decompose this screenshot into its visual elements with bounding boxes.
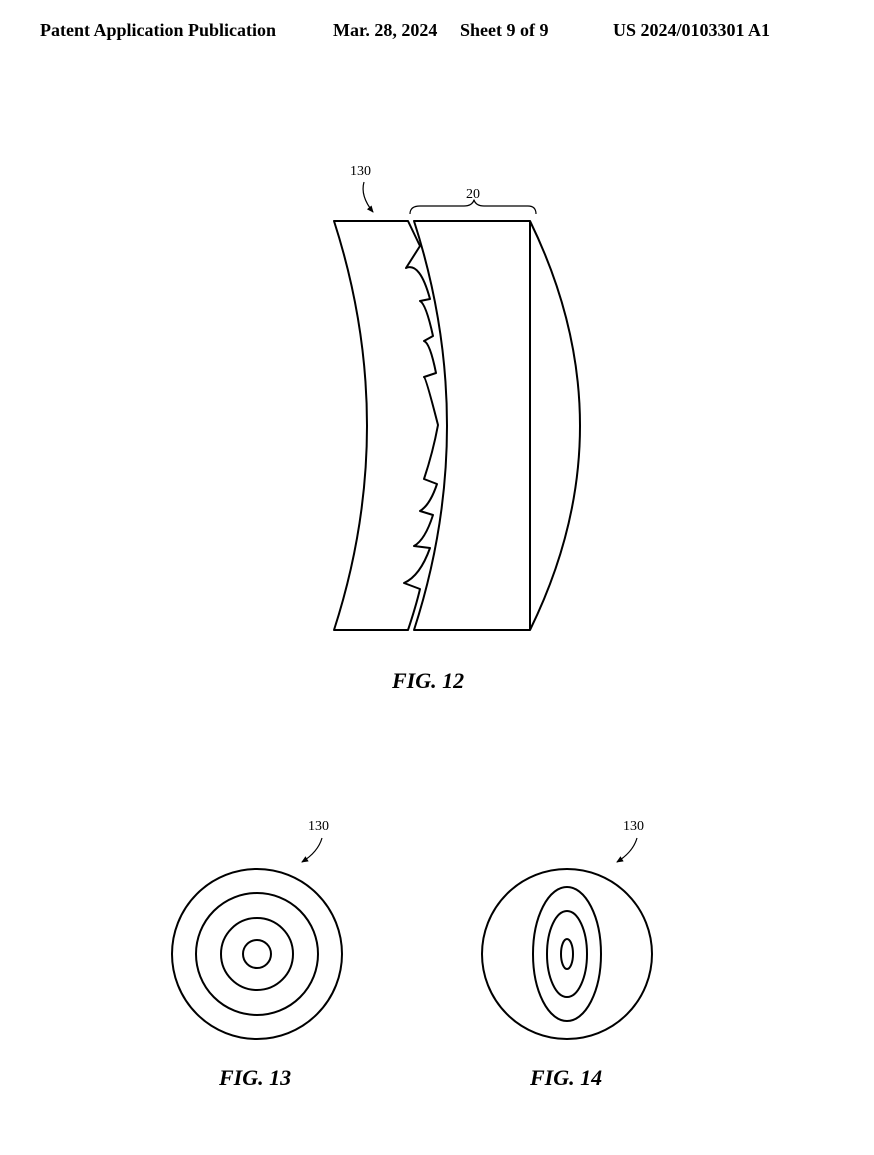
fig13-ref-130: 130 <box>308 819 329 834</box>
fig14-center-ellipse <box>560 938 574 970</box>
fig13-center-ring <box>242 939 272 969</box>
fig12-element-130 <box>333 220 439 631</box>
page-header: Patent Application Publication Mar. 28, … <box>0 20 874 46</box>
fig13-caption: FIG. 13 <box>218 1065 291 1090</box>
fig14-outer-ring <box>481 868 653 1040</box>
fig13-ring-3 <box>220 917 294 991</box>
publication-label: Patent Application Publication <box>40 20 277 40</box>
figure-14: 130 FIG. 14 <box>481 819 653 1090</box>
fig12-brace <box>409 199 537 215</box>
fig14-ref-130: 130 <box>623 819 644 834</box>
fig14-ref-130-arrow <box>616 837 638 863</box>
fig13-outer-ring <box>171 868 343 1040</box>
figure-12: 130 20 FIG. 12 <box>333 164 581 693</box>
fig12-ref-130: 130 <box>350 164 371 179</box>
fig13-ring-2 <box>195 892 319 1016</box>
fig12-element-20-back-curve <box>529 220 581 631</box>
publication-date: Mar. 28, 2024 <box>333 20 438 40</box>
fig12-ref-20: 20 <box>466 187 480 202</box>
fig14-ellipse-1 <box>532 886 602 1022</box>
fig12-element-20-front <box>413 220 531 631</box>
publication-number: US 2024/0103301 A1 <box>613 20 771 40</box>
fig14-ellipse-2 <box>546 910 588 998</box>
fig14-caption: FIG. 14 <box>529 1065 602 1090</box>
fig13-ref-130-arrow <box>301 837 323 863</box>
sheet-number: Sheet 9 of 9 <box>460 20 549 40</box>
fig12-caption: FIG. 12 <box>391 668 464 693</box>
fig12-ref-130-arrow <box>362 181 374 213</box>
figure-13: 130 FIG. 13 <box>171 819 343 1090</box>
